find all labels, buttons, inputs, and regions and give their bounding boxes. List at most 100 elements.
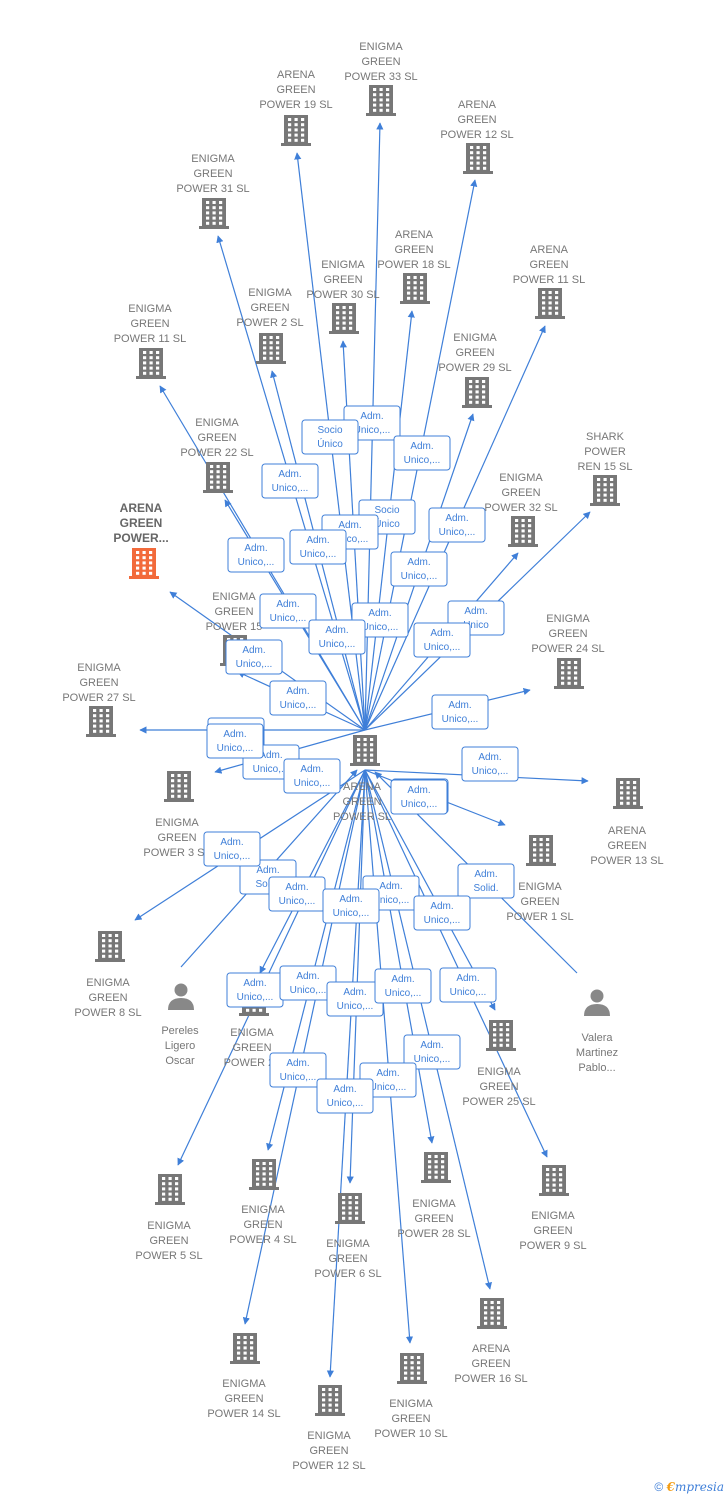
edge-label-eg6[interactable]: Adm.Unico,... xyxy=(322,888,380,924)
edge-label-text: Adm. xyxy=(379,881,402,892)
person-icon xyxy=(584,1004,610,1016)
edge-center-to-eg26 xyxy=(259,769,366,974)
edge-label-text: Único xyxy=(374,517,400,530)
edge-label-eg24[interactable]: Adm.Unico,... xyxy=(431,694,489,730)
node-label: POWER 25 SL xyxy=(462,1096,535,1108)
edge-label-agpower[interactable]: Adm.Unico,... xyxy=(225,639,283,675)
edge-label-eg27[interactable]: Adm.Unico,... xyxy=(269,680,327,716)
node-label: POWER 18 SL xyxy=(377,259,450,271)
node-label: Ligero xyxy=(165,1040,196,1052)
edge-label-extra-6[interactable]: Adm.Unico,... xyxy=(206,723,264,759)
edge-label-ag11[interactable]: Adm.Unico,... xyxy=(428,507,486,543)
node-label: ARENA xyxy=(608,825,647,837)
node-label: ARENA xyxy=(458,99,497,111)
edge-label-text: Adm. xyxy=(368,608,391,619)
edge-label-extra-2[interactable]: Adm.Unico,... xyxy=(269,1052,327,1088)
edge-label-ag13[interactable]: Adm.Unico,... xyxy=(461,746,519,782)
node-label: GREEN xyxy=(214,606,253,618)
edge-center-to-eg14 xyxy=(242,769,366,1325)
footer-brand[interactable]: © €mpresia xyxy=(654,1480,724,1494)
node-label: GREEN xyxy=(224,1393,263,1405)
edge-label-eg14[interactable]: Adm.Unico,... xyxy=(226,972,284,1008)
edge-label-eg1[interactable]: Adm.Unico,... xyxy=(413,622,471,658)
edge-label-text: Solid. xyxy=(473,883,498,894)
edge-label-extra-5[interactable]: Adm.Unico,... xyxy=(390,779,448,815)
edge-label-extra-3[interactable]: Adm.Unico,... xyxy=(359,1062,417,1098)
edge-label-ag16[interactable]: Adm.Unico,... xyxy=(439,967,497,1003)
edge-label-eg11[interactable]: Adm.Unico,... xyxy=(227,537,285,573)
node-label: POWER 5 SL xyxy=(135,1250,202,1262)
edge-label-eg22[interactable]: Adm.Unico,... xyxy=(259,593,317,629)
node-label: ENIGMA xyxy=(499,472,543,484)
edge-label-valera[interactable]: Adm.Solid. xyxy=(457,863,515,899)
edge-label-eg2[interactable]: Adm.Unico,... xyxy=(289,529,347,565)
edge-label-text: Unico,... xyxy=(362,622,399,633)
edge-label-extra-0[interactable]: Adm.Unico,... xyxy=(374,968,432,1004)
edge-label-eg9[interactable]: Adm.Unico,... xyxy=(413,895,471,931)
edge-label-eg4[interactable]: Adm.Unico,... xyxy=(268,876,326,912)
edge-center-to-eg12 xyxy=(326,769,366,1378)
edge-label-text: Adm. xyxy=(420,1040,443,1051)
edge-label-eg26[interactable]: Adm.Unico,... xyxy=(283,758,341,794)
node-label: ENIGMA xyxy=(477,1066,521,1078)
node-label: ARENA xyxy=(120,501,163,515)
node-label: POWER 32 SL xyxy=(484,502,557,514)
node-label: GREEN xyxy=(250,302,289,314)
node-agpower[interactable]: ARENAGREENPOWER... xyxy=(113,501,169,579)
node-valera[interactable]: ValeraMartinezPablo... xyxy=(576,989,618,1075)
edge-label-extra-4[interactable]: Adm.Unico,... xyxy=(316,1078,374,1114)
edge-label-eg32[interactable]: Adm. Unico,... xyxy=(351,602,409,638)
edge-label-eg15[interactable]: Adm.Unico,... xyxy=(308,619,366,655)
edge-label-text: Adm. xyxy=(278,469,301,480)
edge-label-text: Adm. xyxy=(391,974,414,985)
person-icon xyxy=(168,998,194,1010)
edge-label-eg5[interactable]: Adm.Unico,... xyxy=(203,831,261,867)
node-label: GREEN xyxy=(342,796,381,808)
node-label: GREEN xyxy=(243,1219,282,1231)
brand-rest: mpresia xyxy=(674,1480,724,1494)
node-label: GREEN xyxy=(157,832,196,844)
edge-label-eg29[interactable]: Adm.Unico,... xyxy=(390,551,448,587)
edge-label-text: Adm. xyxy=(306,535,329,546)
node-label: GREEN xyxy=(529,259,568,271)
edge-label-text: Adm. xyxy=(407,557,430,568)
node-label: GREEN xyxy=(130,318,169,330)
node-label: GREEN xyxy=(328,1253,367,1265)
node-label: ENIGMA xyxy=(248,287,292,299)
edge-label-extra-1[interactable]: Adm.Unico,... xyxy=(403,1034,461,1070)
edge-label-ag12t[interactable]: Adm.Unico,... xyxy=(393,435,451,471)
edge-label-eg31[interactable]: Adm.Unico,... xyxy=(261,463,319,499)
